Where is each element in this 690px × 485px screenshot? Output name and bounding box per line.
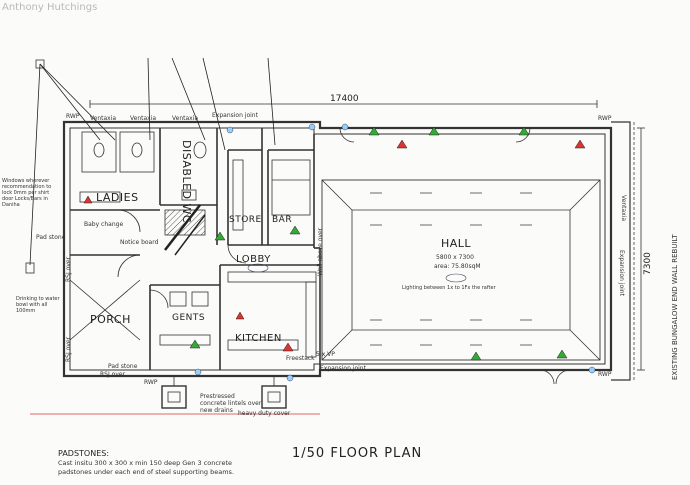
inner-wall-line: [69, 127, 606, 371]
watermark: Anthony Hutchings: [2, 2, 98, 13]
label-expansion-joint-right: Expansion joint: [618, 250, 625, 296]
label-existing-bungalow: EXISTING BUNGALOW END WALL REBUILT: [671, 234, 679, 380]
label-rwp-br: RWP: [598, 371, 612, 378]
room-bar: BAR: [272, 215, 293, 225]
padstones-heading: PADSTONES:: [58, 449, 110, 458]
room-lobby: LOBBY: [236, 254, 271, 265]
label-rwp-tr: RWP: [598, 115, 612, 122]
padstones-text-2: padstones under each end of steel suppor…: [58, 468, 234, 476]
label-ventaxia-side: Ventaxia: [620, 195, 627, 222]
dimension-width: 17400: [330, 94, 359, 104]
label-ventaxia-1: Ventaxia: [90, 115, 117, 122]
label-notice-board: Notice board: [120, 239, 159, 246]
label-heavy-duty-cover: heavy duty cover: [238, 410, 291, 417]
label-baby-change: Baby change: [84, 221, 124, 228]
label-rsj-over-1: RSJ over: [65, 256, 72, 282]
electrical-symbols: [83, 123, 596, 382]
label-rwp-bl: RWP: [144, 379, 158, 386]
leader-lines: [29, 57, 276, 266]
label-rwp-tl: RWP: [66, 113, 80, 120]
room-kitchen: KITCHEN: [235, 333, 282, 344]
room-disabled-wc: DISABLED WC: [180, 140, 193, 224]
room-ladies: LADIES: [96, 191, 139, 204]
label-ventaxia-3: Ventaxia: [172, 115, 199, 122]
room-porch: PORCH: [90, 313, 131, 326]
label-expansion-joint-top: Expansion joint: [212, 112, 258, 119]
door-swings: [117, 127, 571, 385]
label-drainage-note-1: Windows wherever recommendation to lock …: [2, 178, 52, 208]
manhole-covers: [161, 376, 287, 409]
room-store: STORE: [229, 215, 262, 225]
label-drainage-note-2: Drinking to water bowl with all 100mm: [16, 296, 60, 314]
label-lintel-note: Prestressed concrete lintels over new dr…: [200, 393, 262, 415]
drawing-title: 1/50 FLOOR PLAN: [292, 446, 423, 461]
room-gents: GENTS: [172, 313, 206, 323]
existing-wall: [611, 121, 631, 381]
label-lighting-note: Lighting between 1x to 1Fx the rafter: [402, 285, 496, 291]
padstones-text-1: Cast insitu 300 x 300 x min 150 deep Gen…: [58, 459, 233, 467]
light-fittings: [370, 192, 532, 346]
label-vp: 5 x VP: [316, 351, 335, 358]
hall-roof-outline: [321, 179, 601, 361]
room-hall: HALL: [441, 237, 472, 250]
label-pad-stone-2: Pad stone: [108, 363, 138, 370]
label-freestack: Freestack: [286, 355, 315, 362]
dimension-depth: 7300: [643, 252, 653, 275]
hall-size: 5800 x 7300: [436, 254, 474, 261]
label-pad-stone-1: Pad stone: [36, 234, 66, 241]
internal-walls: [70, 128, 321, 370]
label-rsj-over-2: RSJ over: [65, 336, 72, 362]
label-expansion-joint-bottom: Expansion joint: [320, 365, 366, 372]
outer-wall: [62, 120, 613, 378]
label-rsj-over-3: RSJ over: [100, 371, 126, 378]
label-ventaxia-2: Ventaxia: [130, 115, 157, 122]
label-wall-above-over: Wall above over: [317, 227, 324, 276]
hall-area: area: 75.80sqM: [434, 263, 481, 270]
